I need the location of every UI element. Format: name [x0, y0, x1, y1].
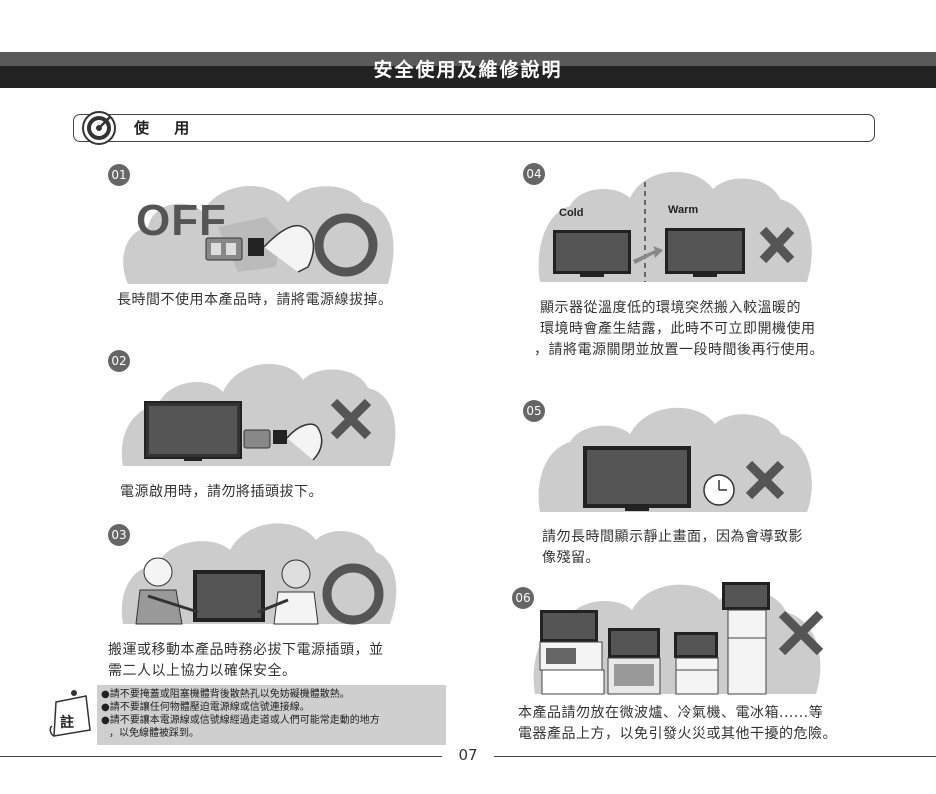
footer-rule-right [494, 756, 936, 757]
step-number-02: 02 [108, 350, 130, 372]
illustration-01 [118, 172, 398, 290]
caption-06: 本產品請勿放在微波爐、冷氣機、電冰箱......等 電器產品上方，以免引發火災或… [518, 705, 837, 742]
footer-rule-left [0, 756, 442, 757]
step-number-06: 06 [512, 587, 534, 609]
note-text: ●請不要掩蓋或阻塞機體背後散熱孔以免妨礙機體散熱。 ●請不要讓任何物體壓迫電源線… [101, 689, 380, 739]
section-bar [73, 114, 875, 142]
section-label: 使 用 [134, 119, 200, 137]
header-bar [0, 52, 936, 88]
label-cold: Cold [559, 207, 584, 219]
step-number-04: 04 [523, 163, 545, 185]
off-text: OFF [136, 196, 227, 245]
step-number-05: 05 [523, 400, 545, 422]
label-warm: Warm [668, 204, 699, 216]
note-badge: 註 [60, 715, 74, 731]
note-badge-icon [46, 690, 96, 740]
illustration-02 [118, 350, 398, 472]
caption-03: 搬運或移動本產品時務必拔下電源插頭，並 需二人以上協力以確保安全。 [108, 642, 384, 679]
illustration-06 [530, 578, 826, 698]
caption-05: 請勿長時間顯示靜止畫面，因為會導致影 像殘留。 [542, 529, 803, 566]
caption-04: 顯示器從溫度低的環境突然搬入較溫暖的 環境時會產生結露，此時不可立即開機使用 ，… [534, 300, 824, 358]
caption-02: 電源啟用時，請勿將插頭拔下。 [120, 484, 323, 500]
page-number: 07 [458, 746, 478, 764]
step-number-01: 01 [108, 164, 130, 186]
step-number-03: 03 [108, 524, 130, 546]
target-icon [82, 111, 116, 145]
caption-01: 長時間不使用本產品時，請將電源線拔掉。 [117, 292, 393, 308]
illustration-05 [535, 400, 815, 516]
note-box [97, 685, 446, 745]
illustration-03 [118, 512, 398, 630]
page-title: 安全使用及維修說明 [373, 59, 563, 81]
illustration-04 [535, 164, 815, 288]
